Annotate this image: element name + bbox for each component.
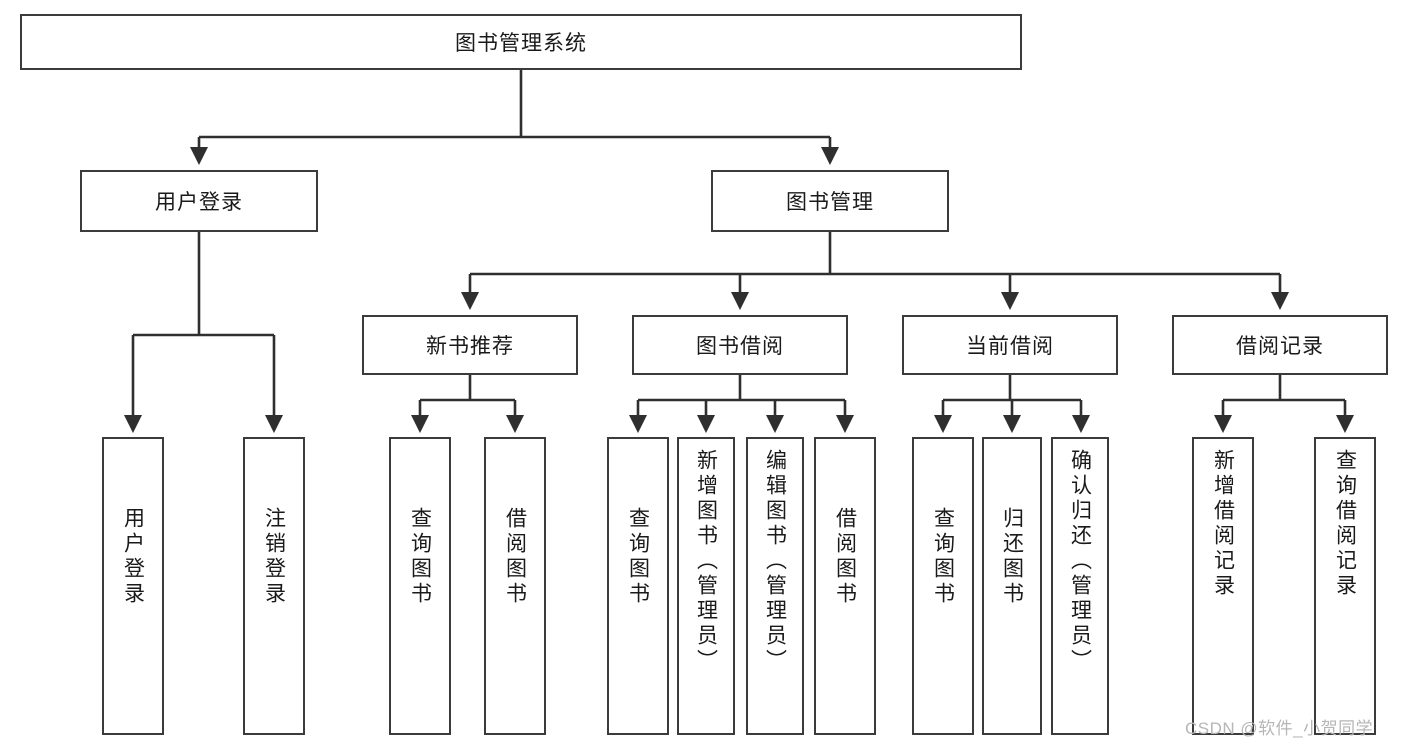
node-root[interactable]: 图书管理系统	[20, 14, 1022, 70]
node-leaf-query-book-1-label: 查询图书	[408, 507, 432, 607]
node-new-book-recommend-label: 新书推荐	[426, 335, 514, 358]
node-leaf-confirm-return-label: 确认归还（管理员）	[1068, 449, 1092, 674]
node-user-login[interactable]: 用户登录	[80, 170, 318, 232]
node-leaf-edit-book-label: 编辑图书（管理员）	[763, 449, 787, 674]
node-leaf-query-book-1[interactable]: 查询图书	[389, 437, 451, 735]
node-new-book-recommend[interactable]: 新书推荐	[362, 315, 578, 375]
node-borrow-record[interactable]: 借阅记录	[1172, 315, 1388, 375]
node-leaf-borrow-book-2[interactable]: 借阅图书	[814, 437, 876, 735]
node-leaf-edit-book[interactable]: 编辑图书（管理员）	[746, 437, 804, 735]
node-borrow-record-label: 借阅记录	[1236, 335, 1324, 358]
node-leaf-add-record[interactable]: 新增借阅记录	[1192, 437, 1254, 735]
node-leaf-user-login-label: 用户登录	[121, 507, 145, 607]
node-leaf-return-book[interactable]: 归还图书	[982, 437, 1042, 735]
node-leaf-query-book-3[interactable]: 查询图书	[912, 437, 974, 735]
node-leaf-confirm-return[interactable]: 确认归还（管理员）	[1051, 437, 1109, 735]
node-current-borrow[interactable]: 当前借阅	[902, 315, 1118, 375]
node-leaf-add-book[interactable]: 新增图书（管理员）	[677, 437, 735, 735]
node-leaf-borrow-book-2-label: 借阅图书	[833, 507, 857, 607]
node-leaf-query-book-2[interactable]: 查询图书	[607, 437, 669, 735]
node-leaf-return-book-label: 归还图书	[1000, 507, 1024, 607]
node-leaf-add-record-label: 新增借阅记录	[1211, 449, 1235, 599]
node-book-manage-label: 图书管理	[786, 191, 874, 214]
node-book-borrow-label: 图书借阅	[696, 335, 784, 358]
node-leaf-borrow-book-1[interactable]: 借阅图书	[484, 437, 546, 735]
node-leaf-query-book-3-label: 查询图书	[931, 507, 955, 607]
node-leaf-user-login[interactable]: 用户登录	[102, 437, 164, 735]
node-leaf-borrow-book-1-label: 借阅图书	[503, 507, 527, 607]
node-leaf-logout-login[interactable]: 注销登录	[243, 437, 305, 735]
node-leaf-logout-login-label: 注销登录	[262, 507, 286, 607]
node-leaf-add-book-label: 新增图书（管理员）	[694, 449, 718, 674]
node-leaf-query-record[interactable]: 查询借阅记录	[1314, 437, 1376, 735]
node-root-label: 图书管理系统	[455, 32, 587, 55]
node-leaf-query-book-2-label: 查询图书	[626, 507, 650, 607]
node-current-borrow-label: 当前借阅	[966, 335, 1054, 358]
node-book-manage[interactable]: 图书管理	[711, 170, 949, 232]
node-leaf-query-record-label: 查询借阅记录	[1333, 449, 1357, 599]
node-user-login-label: 用户登录	[155, 191, 243, 214]
csdn-watermark: CSDN @软件_小贺同学	[1185, 719, 1374, 738]
node-book-borrow[interactable]: 图书借阅	[632, 315, 848, 375]
